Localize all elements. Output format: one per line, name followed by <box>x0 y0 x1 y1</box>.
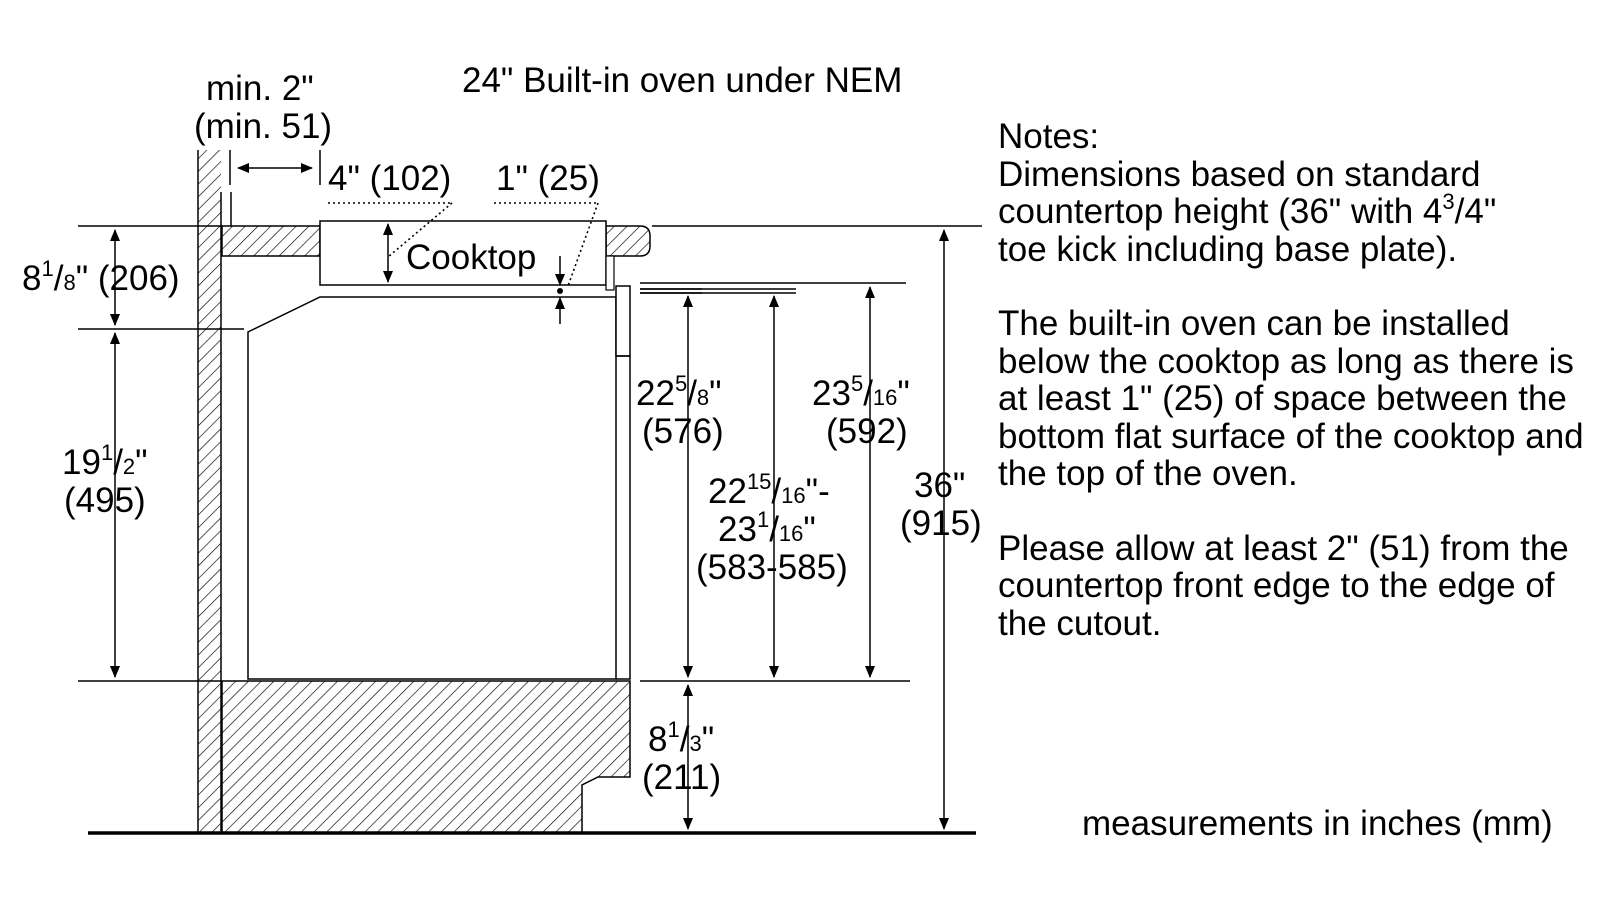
dim-495-label: (495) <box>64 481 146 520</box>
countertop <box>221 192 651 257</box>
notes-panel: Notes: Dimensions based on standard coun… <box>998 118 1598 679</box>
dim-23-1-16-label: 231/16" <box>718 507 816 549</box>
note-1-line-2-den: /4" <box>1454 192 1497 231</box>
dim-8-1-3-label: 81/3" <box>648 717 714 759</box>
extension-lines <box>78 150 982 682</box>
dim-576-label: (576) <box>642 412 724 451</box>
dim-22-15-16-label: 2215/16"- <box>708 469 830 511</box>
dim-915-label: (915) <box>900 504 982 543</box>
dim-211-label: (211) <box>642 758 721 797</box>
note-paragraph-2: The built-in oven can be installed below… <box>998 304 1584 493</box>
cooktop-depth-label: 4" (102) <box>328 159 451 198</box>
oven <box>247 285 631 680</box>
side-wall <box>197 150 222 833</box>
dim-19-1-2-label: 191/2" <box>62 440 148 482</box>
dim-23-5-16-label: 235/16" <box>812 371 910 413</box>
note-1-line-2-num: 3 <box>1442 189 1455 214</box>
dim-8-1-8-label: 81/8" (206) <box>22 256 180 298</box>
note-1-line-3: toe kick including base plate). <box>998 229 1458 269</box>
cooktop-gap-label: 1" (25) <box>496 159 600 198</box>
side-clearance-mm-label: (min. 51) <box>194 107 332 146</box>
diagram-title: 24" Built-in oven under NEM <box>462 61 902 100</box>
base-cabinet <box>221 680 631 834</box>
measurement-units-note: measurements in inches (mm) <box>1082 804 1553 843</box>
note-1-line-2-pre: countertop height (36" with 4 <box>998 192 1443 231</box>
side-clearance-inch-label: min. 2" <box>206 69 314 108</box>
dim-592-label: (592) <box>826 412 908 451</box>
dim-36-label: 36" <box>914 466 965 505</box>
note-paragraph-1: Dimensions based on standard countertop … <box>998 154 1598 269</box>
dotted-leaders <box>328 202 599 287</box>
dimension-arrows <box>110 163 949 830</box>
dim-22-5-8-label: 225/8" <box>636 371 722 413</box>
note-1-line-1: Dimensions based on standard <box>998 154 1481 194</box>
gap-point <box>557 288 563 294</box>
note-paragraph-3: Please allow at least 2" (51) from the c… <box>998 528 1569 643</box>
cooktop: Cooktop <box>319 220 615 291</box>
notes-heading: Notes: <box>998 117 1100 156</box>
dim-583-585-label: (583-585) <box>696 548 848 587</box>
cooktop-label: Cooktop <box>406 238 536 277</box>
